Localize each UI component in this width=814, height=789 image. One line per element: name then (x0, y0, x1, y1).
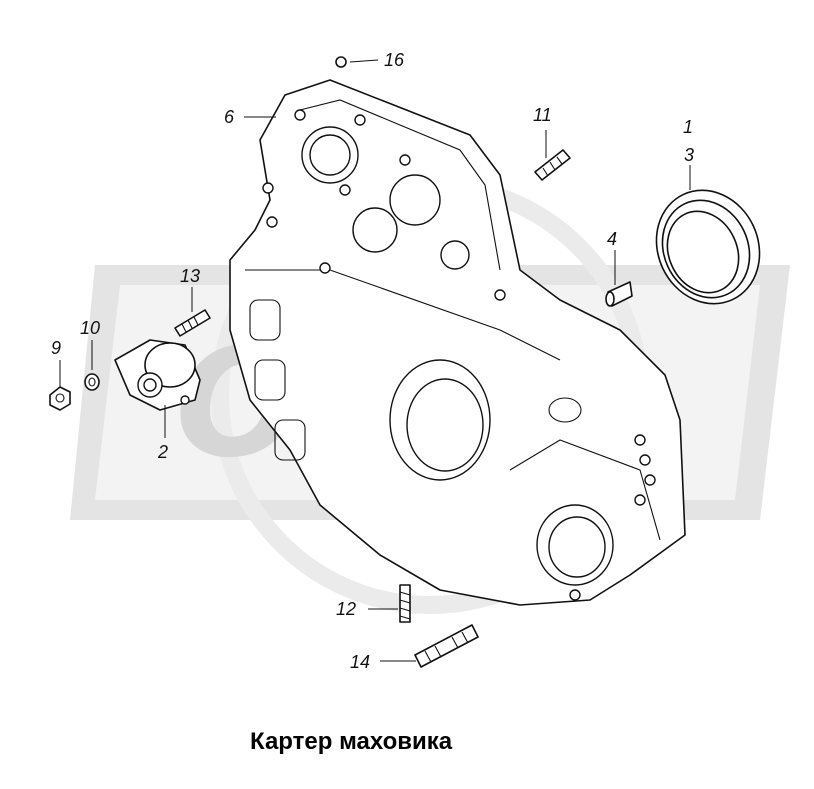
stud-12 (399, 584, 411, 623)
callout-12: 12 (336, 599, 356, 619)
callout-1: 1 (683, 117, 693, 137)
stud-11 (534, 149, 571, 181)
washer (84, 373, 100, 391)
callout-2: 2 (157, 442, 168, 462)
callout-3: 3 (684, 145, 694, 165)
leader-lines (59, 59, 691, 662)
stud-14 (414, 624, 479, 668)
plug-4 (605, 281, 633, 307)
cover-plate (114, 339, 201, 411)
callout-4: 4 (607, 229, 617, 249)
callout-6: 6 (224, 107, 235, 127)
callout-9: 9 (51, 338, 61, 358)
stud-13 (174, 309, 211, 337)
seal-ring (655, 189, 761, 305)
diagram-caption: Картер маховика (250, 728, 453, 755)
callout-14: 14 (350, 652, 370, 672)
flywheel-housing (229, 79, 686, 606)
callout-10: 10 (80, 318, 100, 338)
callout-13: 13 (180, 266, 200, 286)
callout-16: 16 (384, 50, 405, 70)
nut (49, 386, 71, 411)
callouts: 16 6 11 1 3 4 13 10 9 2 12 14 (51, 50, 694, 672)
plug-16 (335, 56, 347, 68)
callout-11: 11 (533, 105, 552, 125)
